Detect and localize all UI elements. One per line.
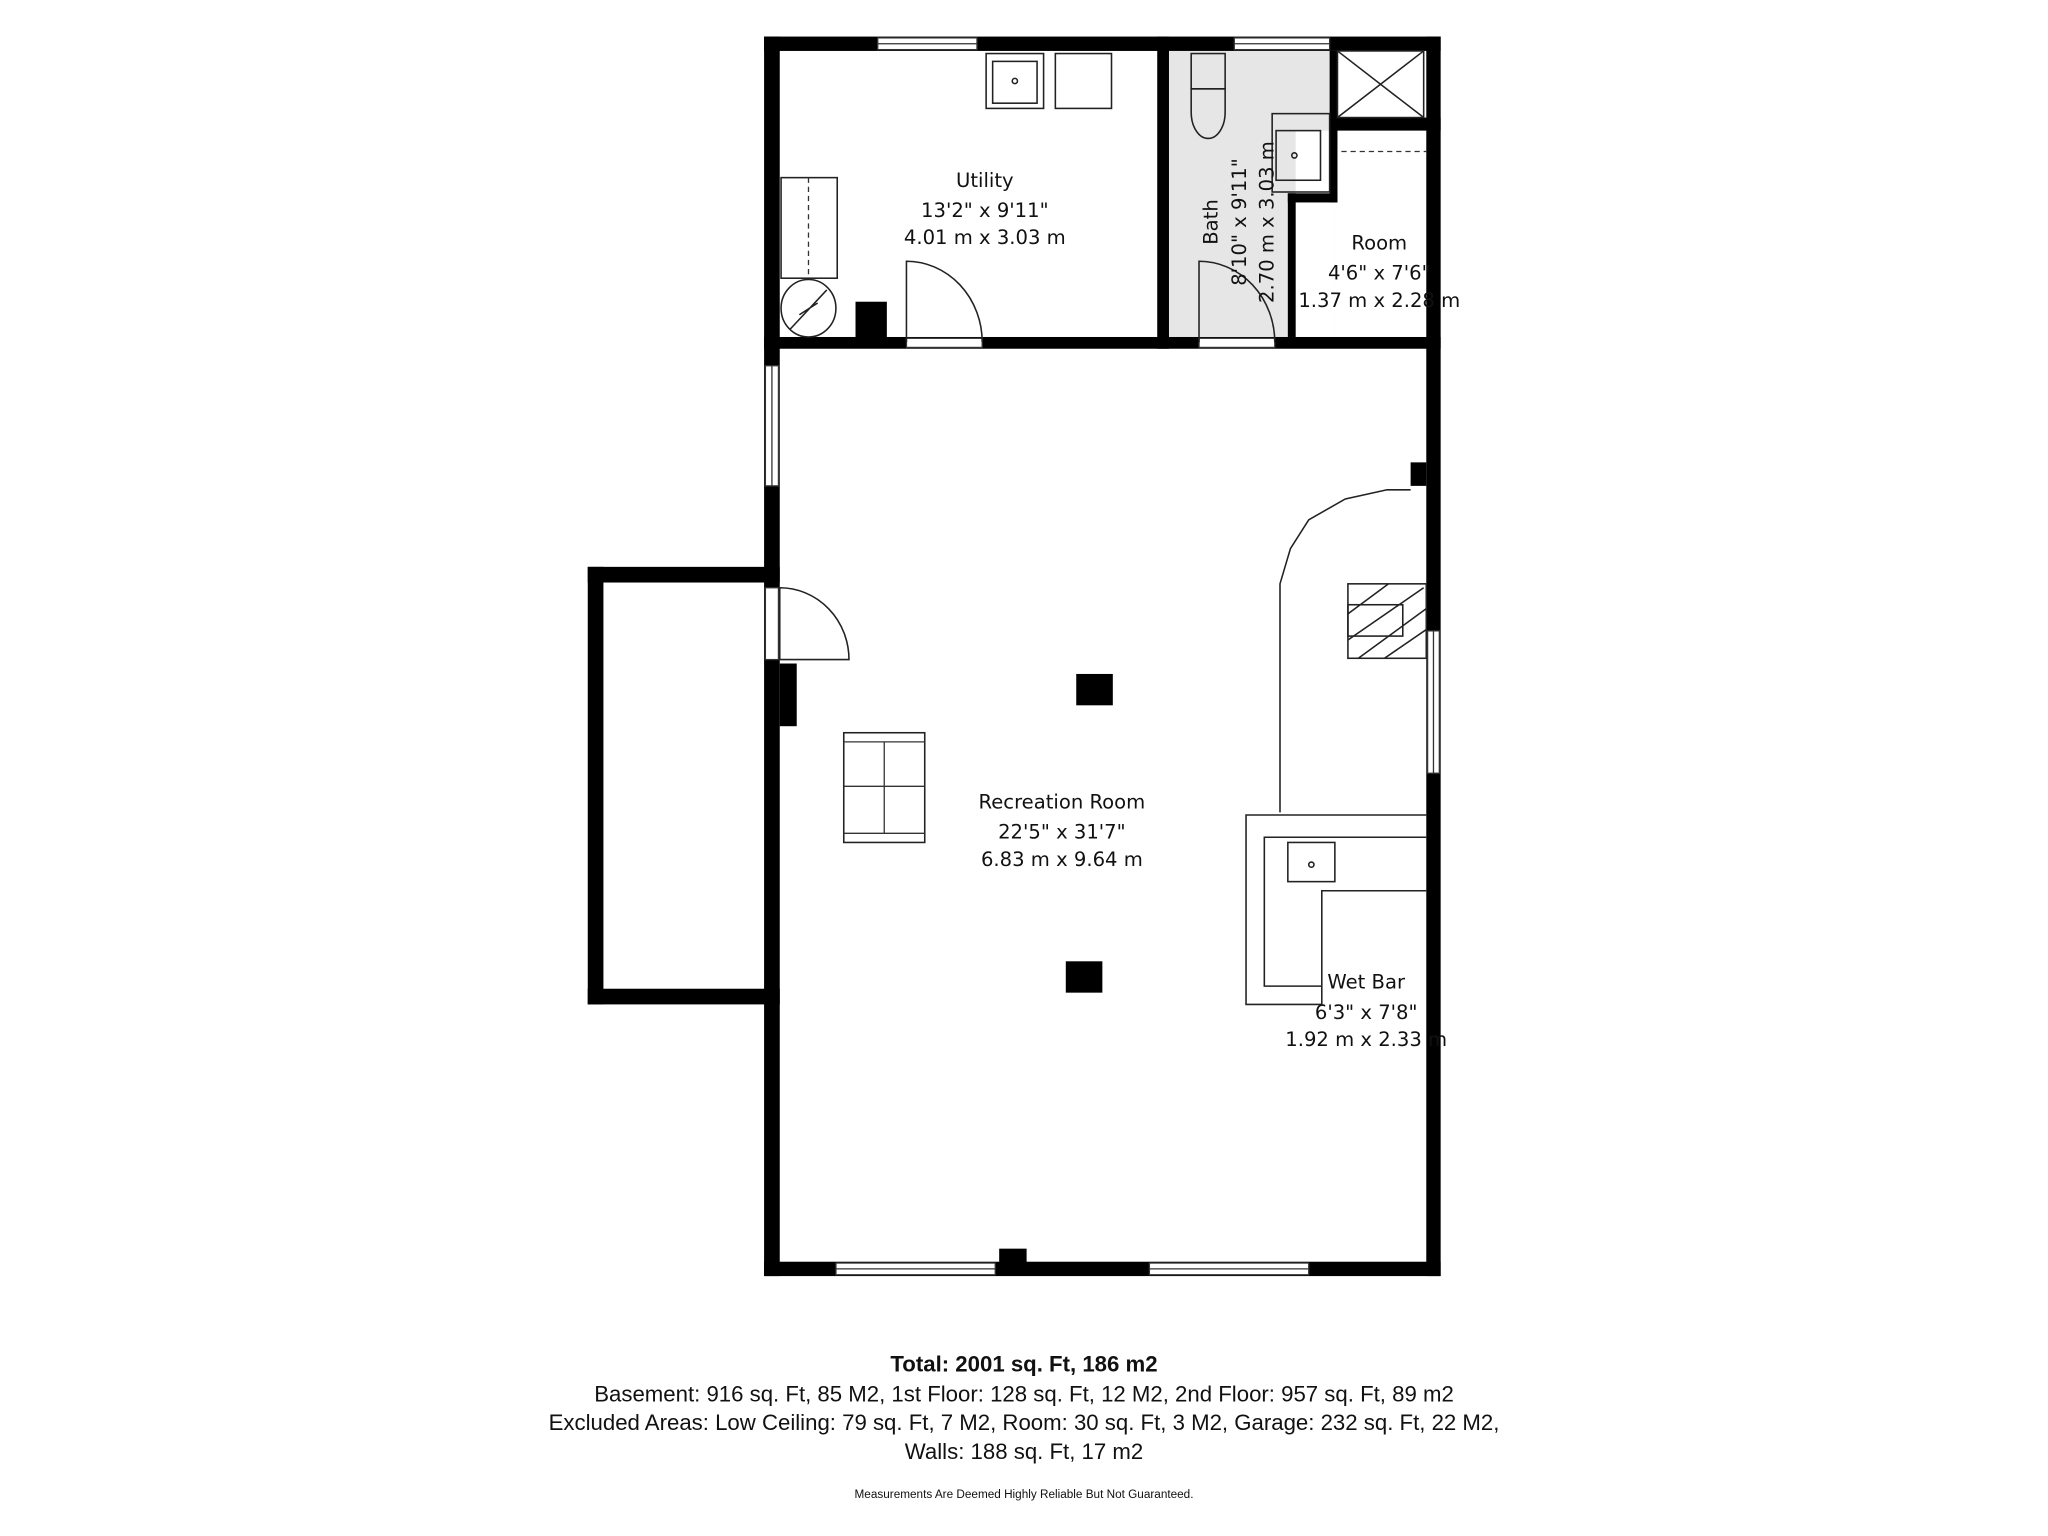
utility-metric: 4.01 m x 3.03 m [904, 226, 1066, 249]
pillar [1065, 961, 1103, 993]
recreation-imperial: 22'5" x 31'7" [998, 821, 1126, 844]
bath-imperial: 8'10" x 9'11" [1228, 158, 1251, 286]
bath-metric: 2.70 m x 3.03 m [1255, 141, 1278, 303]
windows [764, 37, 1440, 1276]
wetbar-imperial: 6'3" x 7'8" [1315, 1001, 1418, 1024]
doors [764, 260, 1276, 661]
recreation-metric: 6.83 m x 9.64 m [981, 848, 1143, 871]
pillar [1076, 673, 1113, 706]
floor-areas: Basement: 916 sq. Ft, 85 M2, 1st Floor: … [594, 1381, 1454, 1406]
utility-imperial: 13'2" x 9'11" [921, 199, 1049, 222]
room-metric: 1.37 m x 2.28 m [1298, 289, 1460, 312]
recreation-name: Recreation Room [979, 790, 1146, 813]
room-labels: Utility 13'2" x 9'11" 4.01 m x 3.03 m Ba… [904, 141, 1460, 1051]
wetbar-name: Wet Bar [1327, 971, 1406, 994]
utility-name: Utility [956, 169, 1014, 192]
disclaimer: Measurements Are Deemed Highly Reliable … [855, 1488, 1194, 1501]
wetbar-metric: 1.92 m x 2.33 m [1285, 1028, 1447, 1051]
walls-area: Walls: 188 sq. Ft, 17 m2 [905, 1439, 1143, 1464]
area-summary: Total: 2001 sq. Ft, 186 m2 Basement: 916… [549, 1351, 1500, 1501]
bath-name: Bath [1199, 199, 1222, 245]
fixtures [780, 50, 1428, 1006]
total-area: Total: 2001 sq. Ft, 186 m2 [890, 1351, 1157, 1376]
excluded-areas: Excluded Areas: Low Ceiling: 79 sq. Ft, … [549, 1410, 1500, 1435]
room-imperial: 4'6" x 7'6" [1328, 262, 1431, 285]
room-name: Room [1351, 231, 1407, 254]
